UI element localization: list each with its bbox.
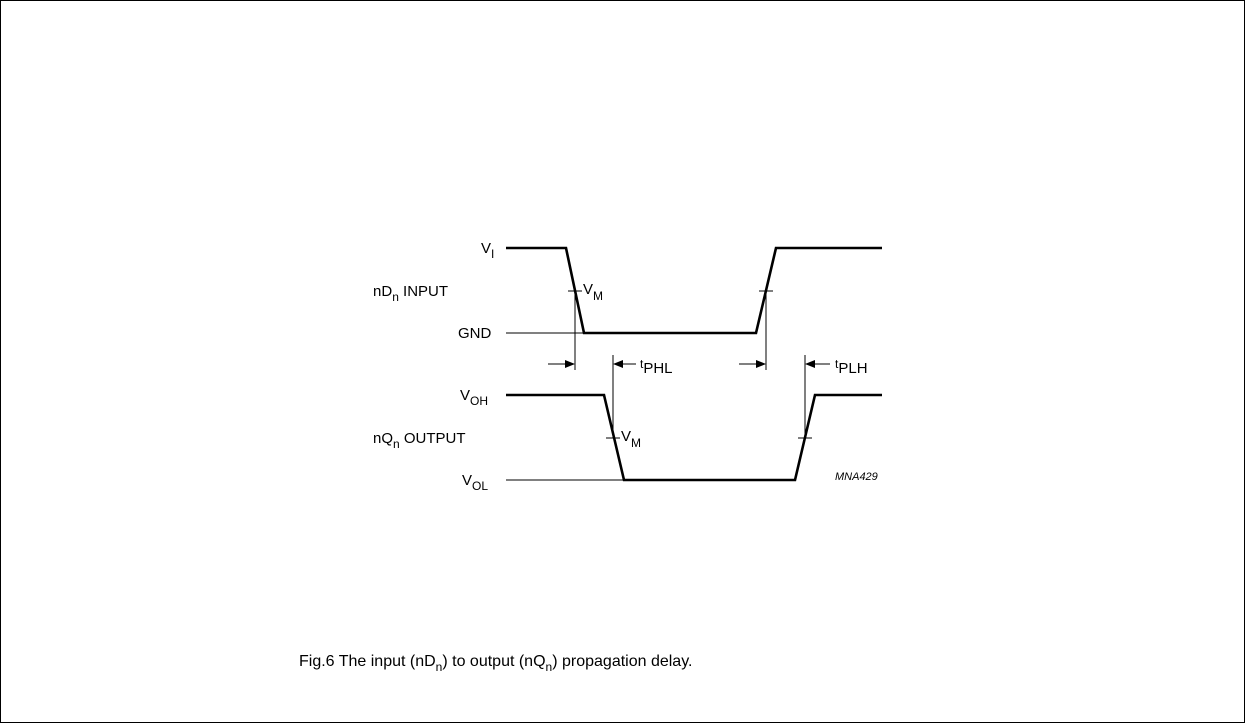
tphl-left-arrowhead bbox=[565, 360, 575, 368]
input-gnd-label: GND bbox=[458, 325, 492, 342]
output-high-level-label: VOH bbox=[460, 387, 488, 408]
tplh-left-arrowhead bbox=[756, 360, 766, 368]
output-low-level-label: VOL bbox=[462, 472, 488, 493]
output-signal-label: nQn OUTPUT bbox=[373, 430, 466, 451]
input-signal-label: nDn INPUT bbox=[373, 283, 448, 304]
figure-code: MNA429 bbox=[835, 471, 878, 483]
tphl-right-arrowhead bbox=[613, 360, 623, 368]
figure-caption: Fig.6 The input (nDn) to output (nQn) pr… bbox=[299, 653, 692, 674]
input-high-level-label: VI bbox=[481, 240, 494, 261]
output-vm-label: VM bbox=[621, 428, 641, 450]
input-vm-label: VM bbox=[583, 281, 603, 303]
tplh-right-arrowhead bbox=[805, 360, 815, 368]
input-waveform bbox=[506, 246, 882, 335]
tplh-label: tPLH bbox=[835, 357, 868, 377]
tphl-label: tPHL bbox=[640, 357, 673, 377]
output-waveform bbox=[506, 393, 882, 482]
